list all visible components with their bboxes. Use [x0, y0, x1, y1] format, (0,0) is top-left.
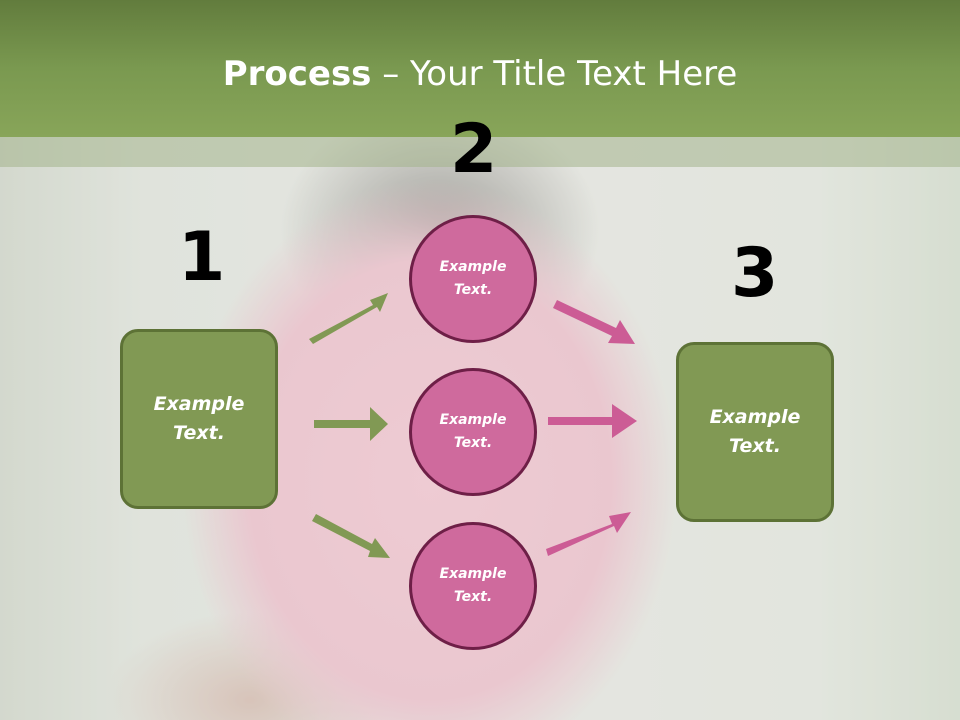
step3-box: Example Text. [676, 342, 834, 522]
step1-box: Example Text. [120, 329, 278, 509]
step2-circle-3-text: Example Text. [439, 566, 507, 605]
pink-arrows [546, 300, 637, 556]
step2-circle-2: Example Text. [409, 368, 537, 496]
slide-title: Process – Your Title Text Here [0, 52, 960, 96]
step2-circle-3: Example Text. [409, 522, 537, 650]
arrow-circle3-to-box3 [546, 512, 631, 556]
arrow-box1-to-circle3 [312, 514, 390, 558]
title-strip [0, 137, 960, 167]
step2-circle-2-text: Example Text. [439, 412, 507, 451]
title-bold: Process [222, 54, 372, 94]
step2-circle-1-text: Example Text. [439, 259, 507, 298]
step-number-3: 3 [731, 234, 779, 313]
step1-text: Example Text. [153, 393, 245, 444]
arrow-box1-to-circle2 [314, 407, 388, 441]
step3-text: Example Text. [709, 406, 801, 457]
step-number-1: 1 [178, 218, 226, 297]
title-bar [0, 0, 960, 137]
title-rest: – Your Title Text Here [371, 54, 738, 94]
arrow-circle1-to-box3 [553, 300, 635, 344]
step-number-2: 2 [450, 110, 498, 189]
step2-circle-1: Example Text. [409, 215, 537, 343]
arrow-circle2-to-box3 [548, 404, 637, 438]
arrow-box1-to-circle1 [309, 293, 388, 344]
green-arrows [309, 293, 390, 558]
